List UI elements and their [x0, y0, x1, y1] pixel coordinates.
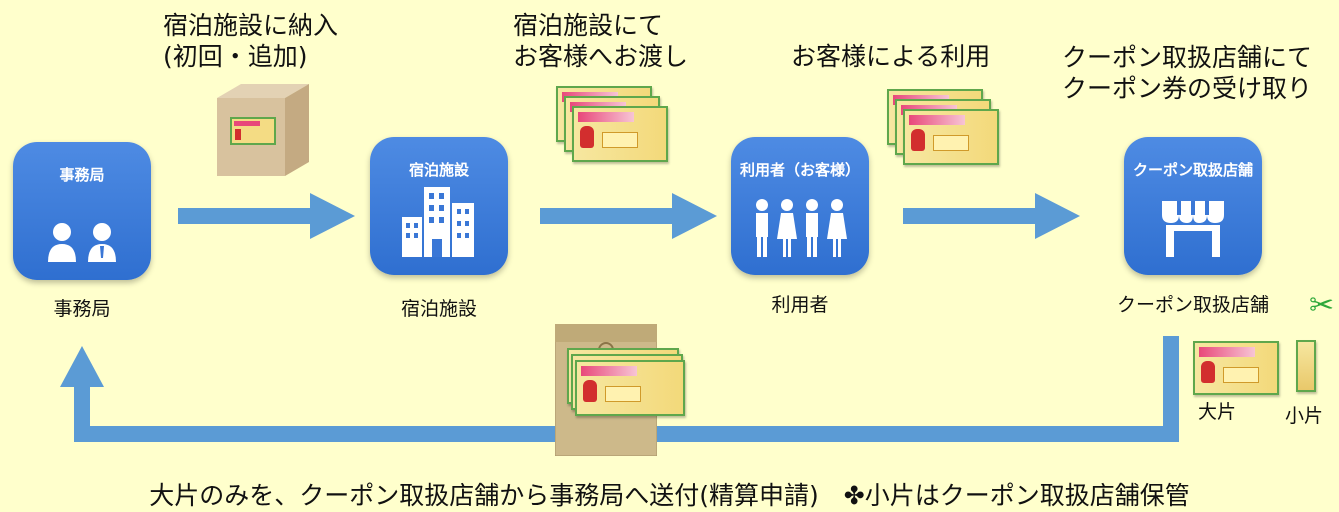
node-caption-hotel: 宿泊施設: [400, 298, 477, 320]
step-label-line: (初回・追加): [163, 42, 308, 71]
node-shop: クーポン取扱店舗: [1124, 137, 1262, 275]
step-label-line: クーポン券の受け取り: [1062, 74, 1313, 103]
coupon-stack: [887, 89, 1007, 169]
step-label-usage: お客様による利用: [791, 41, 990, 72]
step-label-delivery: 宿泊施設に納入 (初回・追加): [163, 10, 338, 72]
node-office: 事務局: [13, 142, 151, 280]
step-label-line: お客様へお渡し: [513, 42, 689, 71]
coupon-ticket: [903, 109, 999, 165]
step-label-receipt: クーポン取扱店舗にて クーポン券の受け取り: [1062, 42, 1312, 104]
node-title: 利用者（お客様）: [739, 161, 860, 179]
step-label-handover: 宿泊施設にて お客様へお渡し: [513, 10, 688, 72]
step-label-line: クーポン取扱店舗にて: [1062, 43, 1313, 72]
arrow-hotel-to-user: [540, 193, 717, 239]
coupon-stack: [556, 86, 676, 166]
coupon-ticket: [575, 360, 685, 416]
coupon-small-piece: [1296, 340, 1316, 392]
arrow-user-to-shop: [903, 193, 1080, 239]
small-piece-label: 小片: [1285, 405, 1324, 427]
footer-note: 大片のみを、クーポン取扱店舗から事務局へ送付(精算申請) ✤小片はクーポン取扱店…: [149, 481, 1190, 510]
buildings-icon: [370, 187, 508, 257]
node-user: 利用者（お客様）: [731, 137, 869, 275]
two-person-icon: [13, 222, 151, 262]
node-title: 宿泊施設: [408, 161, 469, 179]
node-hotel: 宿泊施設: [370, 137, 508, 275]
large-piece-label: 大片: [1198, 401, 1237, 423]
cardboard-box: [217, 84, 309, 176]
envelope: [554, 323, 685, 457]
arrow-office-to-hotel: [178, 193, 355, 239]
step-label-line: お客様による利用: [791, 42, 991, 71]
people-group-icon: [731, 199, 869, 257]
step-label-line: 宿泊施設にて: [513, 11, 664, 40]
node-title: 事務局: [59, 166, 105, 184]
storefront-icon: [1124, 201, 1262, 257]
step-label-line: 宿泊施設に納入: [163, 11, 339, 40]
node-caption-user: 利用者: [771, 294, 829, 316]
coupon-ticket: [572, 106, 668, 162]
scissors-icon: ✂: [1309, 288, 1335, 323]
coupon-large-piece: [1193, 341, 1279, 395]
node-caption-office: 事務局: [53, 298, 111, 320]
node-title: クーポン取扱店舗: [1132, 161, 1253, 179]
node-caption-shop: クーポン取扱店舗: [1116, 294, 1269, 316]
